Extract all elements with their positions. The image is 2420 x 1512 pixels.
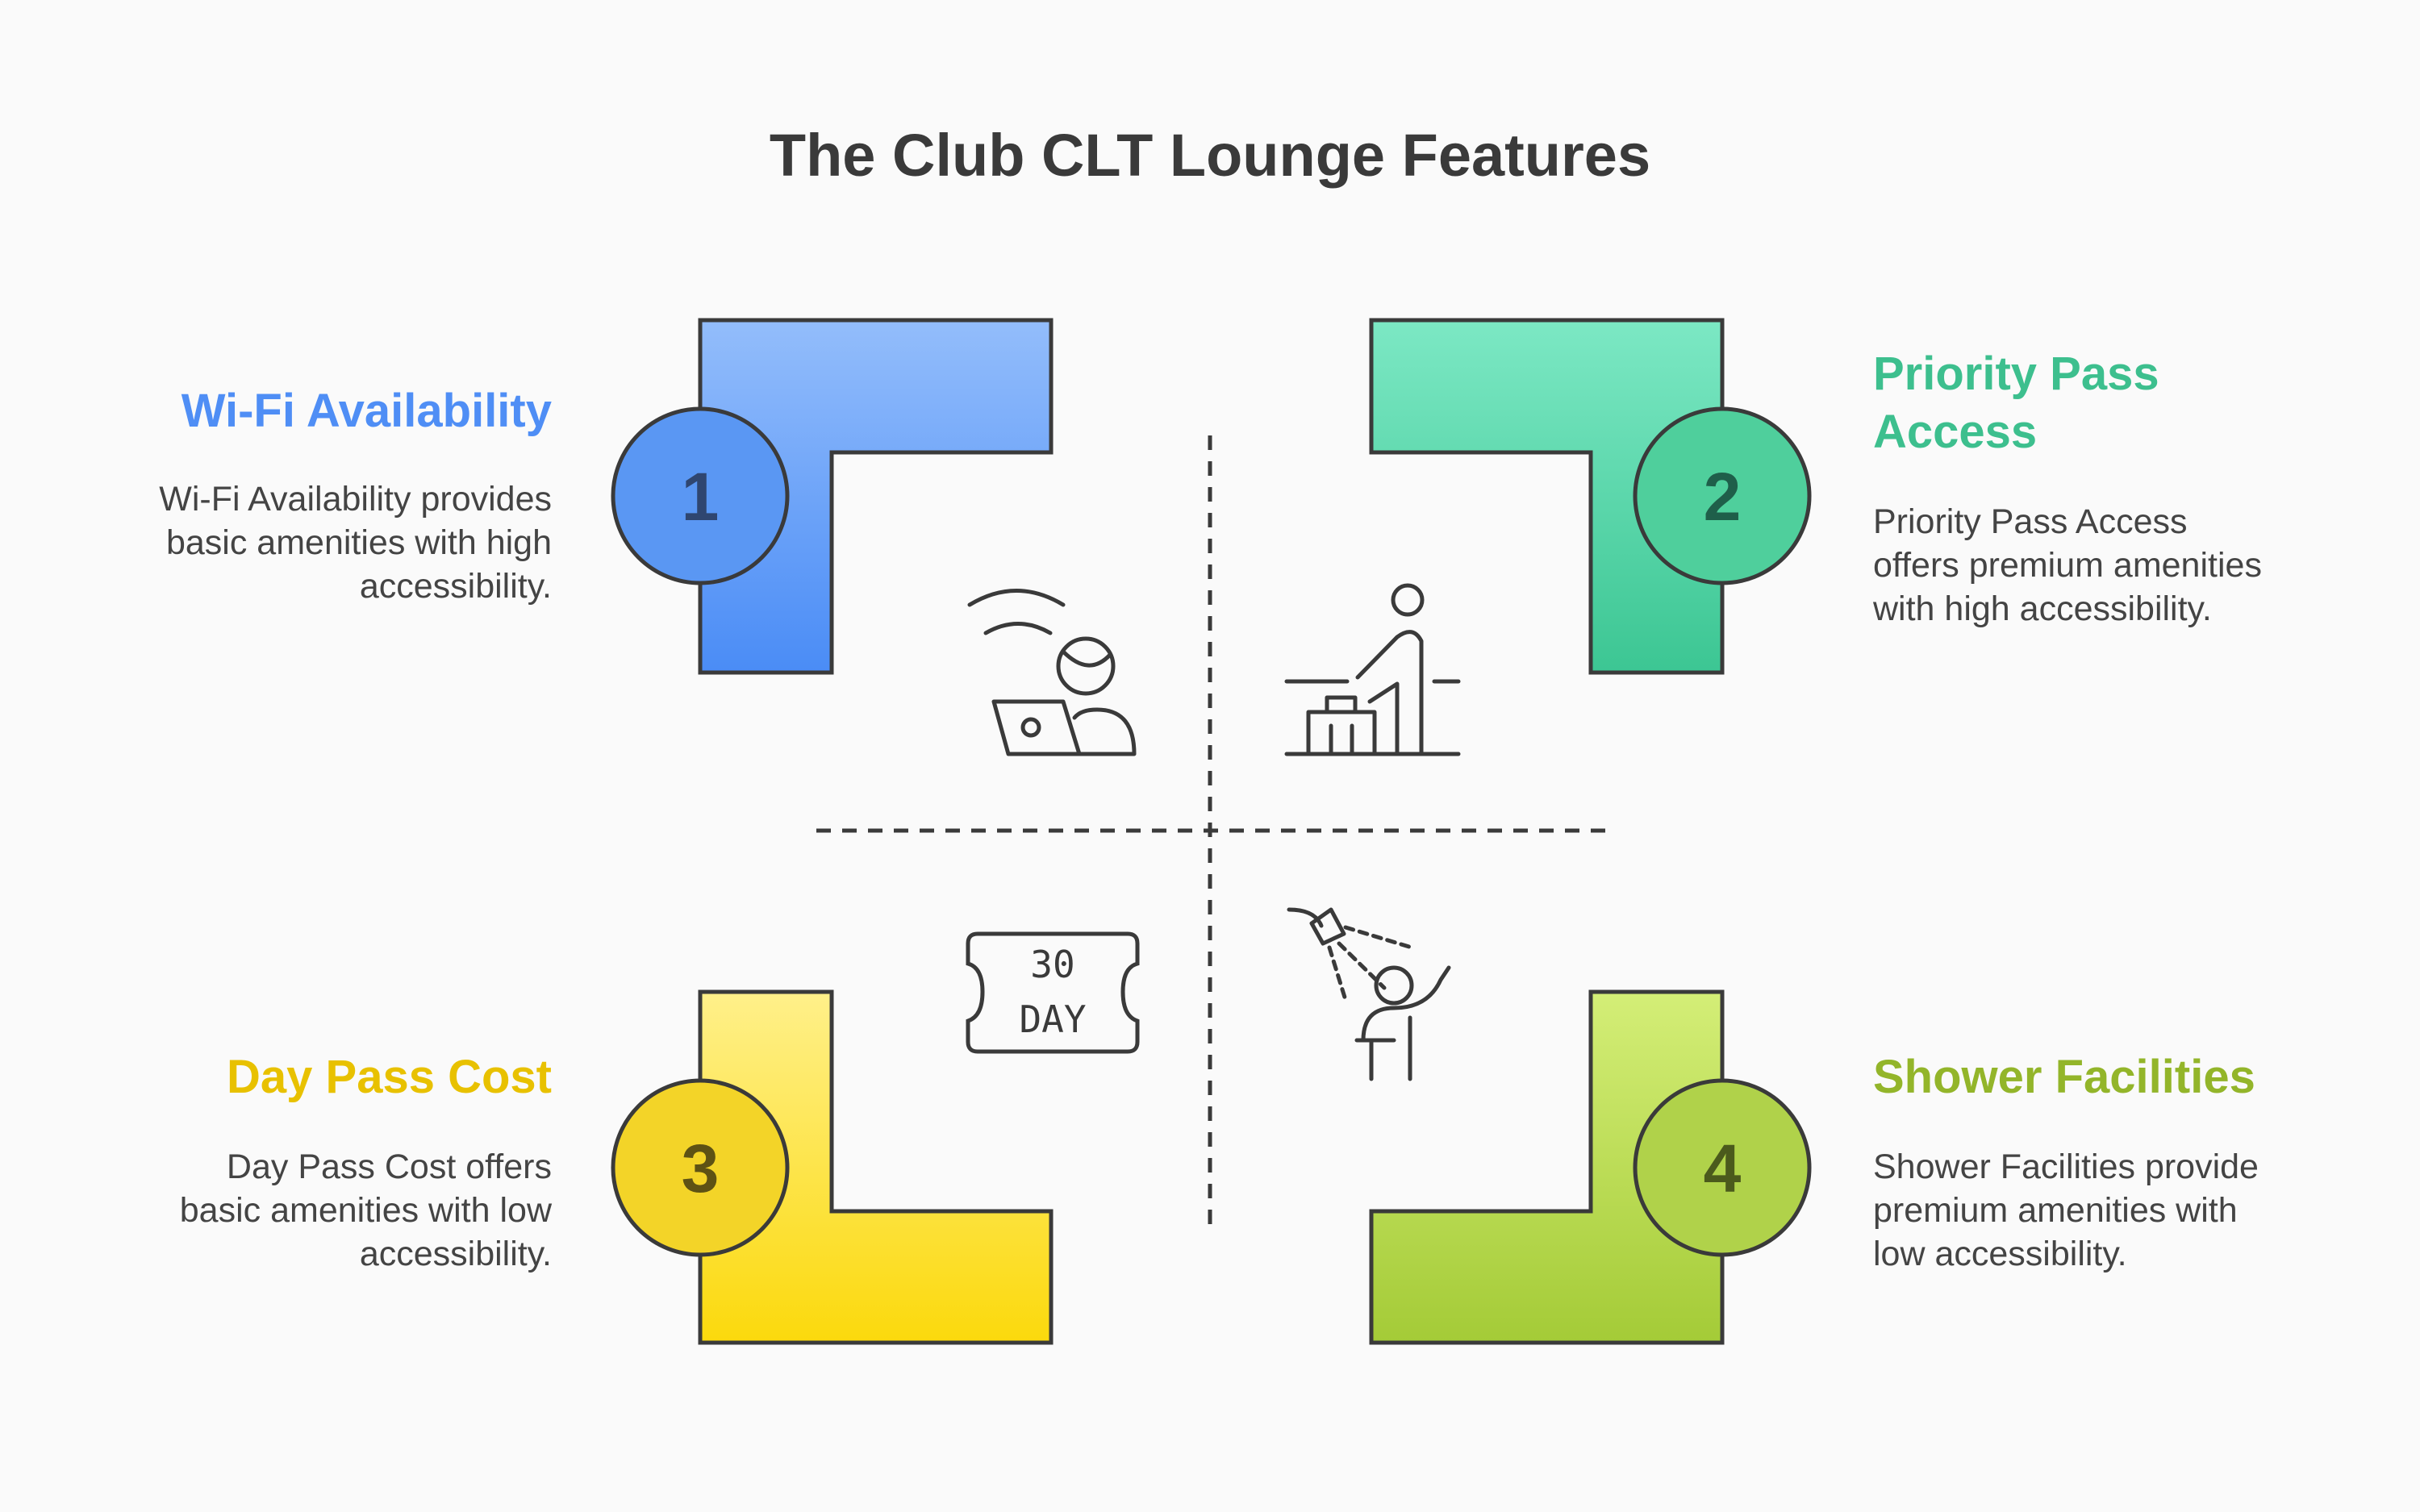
quadrant-3-shape [698,989,1054,1345]
description-shower-facilities: Shower Facilities provide premium amenit… [1873,1145,2259,1276]
heading-shower-facilities: Shower Facilities [1873,1051,2255,1103]
heading-priority-pass-access: Priority Pass Access [1873,345,2159,461]
description-line: basic amenities with high [165,523,552,562]
svg-text:4: 4 [1704,1131,1742,1206]
person-showering-icon [1287,907,1451,1081]
description-line: Shower Facilities provide [1873,1148,2259,1186]
thirty-day-ticket-icon: 30 DAY [966,931,1140,1054]
priority-traveler-icon [1284,583,1461,756]
description-line: Priority Pass Access [1873,502,2188,541]
description-line: premium amenities with [1873,1191,2238,1230]
description-line: with high accessibility. [1873,589,2212,628]
person-with-laptop-wifi-icon [967,589,1137,756]
quadrant-4-shape [1369,989,1725,1345]
number-badge-3: 3 [611,1078,790,1257]
svg-text:DAY: DAY [1019,998,1086,1041]
number-badge-4: 4 [1633,1078,1812,1257]
heading-day-pass-cost: Day Pass Cost [227,1051,552,1103]
svg-text:3: 3 [682,1131,720,1206]
svg-text:1: 1 [682,459,720,535]
description-day-pass-cost: Day Pass Cost offers basic amenities wit… [180,1145,552,1276]
heading-line: Priority Pass [1873,348,2159,400]
number-badge-2: 2 [1633,406,1812,585]
description-line: offers premium amenities [1873,546,2262,585]
svg-text:2: 2 [1704,459,1742,535]
quadrant-2-shape [1369,318,1725,675]
description-wifi-availability: Wi-Fi Availability provides basic amenit… [159,477,552,608]
description-line: accessibility. [359,567,552,606]
diagram-title: The Club CLT Lounge Features [769,122,1651,189]
description-line: accessibility. [359,1235,552,1273]
description-line: Day Pass Cost offers [226,1148,552,1186]
heading-wifi-availability: Wi-Fi Availability [181,385,552,437]
description-line: low accessibility. [1873,1235,2127,1273]
heading-line: Access [1873,406,2038,458]
svg-text:30: 30 [1030,943,1074,986]
description-line: basic amenities with low [179,1191,552,1230]
quadrant-1-shape [698,318,1054,675]
number-badge-1: 1 [611,406,790,585]
description-priority-pass-access: Priority Pass Access offers premium amen… [1873,500,2262,631]
quadrant-divider [816,435,1607,1230]
description-line: Wi-Fi Availability provides [159,480,552,519]
